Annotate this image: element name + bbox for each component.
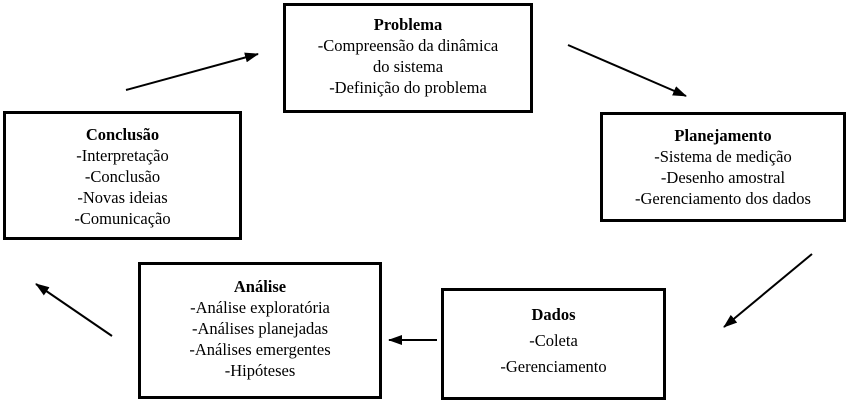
node-line: -Desenho amostral: [660, 168, 786, 187]
node-line: -Hipóteses: [224, 361, 296, 380]
node-line: -Definição do problema: [329, 78, 487, 97]
arrow-conclusao-to-problema: [125, 52, 259, 91]
node-line: -Interpretação: [76, 146, 169, 165]
node-dados: Dados -Coleta -Gerenciamento: [441, 288, 666, 400]
arrow-analise-to-conclusao: [35, 283, 113, 337]
arrow-planejamento-to-dados: [723, 253, 813, 328]
arrow-problema-to-planejamento: [567, 44, 687, 97]
node-title: Dados: [531, 305, 576, 324]
node-line: -Gerenciamento dos dados: [635, 189, 811, 208]
node-line: do sistema: [372, 57, 444, 76]
node-line: -Comunicação: [74, 209, 171, 228]
node-conclusao: Conclusão -Interpretação -Conclusão -Nov…: [3, 111, 242, 240]
node-line: -Análises emergentes: [189, 340, 331, 359]
node-title: Problema: [373, 15, 443, 34]
node-line: -Sistema de medição: [654, 147, 792, 166]
node-title: Análise: [233, 277, 287, 296]
node-title: Planejamento: [674, 126, 772, 145]
node-line: -Novas ideias: [77, 188, 168, 207]
node-line: -Compreensão da dinâmica: [317, 36, 499, 55]
node-planejamento: Planejamento -Sistema de medição -Desenh…: [600, 112, 846, 222]
node-analise: Análise -Análise exploratória -Análises …: [138, 262, 382, 399]
node-line: -Análises planejadas: [191, 319, 329, 338]
node-problema: Problema -Compreensão da dinâmica do sis…: [283, 3, 533, 113]
node-line: -Coleta: [529, 331, 578, 350]
node-line: -Gerenciamento: [500, 357, 607, 376]
node-title: Conclusão: [85, 125, 160, 144]
node-line: -Conclusão: [84, 167, 161, 186]
node-line: -Análise exploratória: [190, 298, 330, 317]
